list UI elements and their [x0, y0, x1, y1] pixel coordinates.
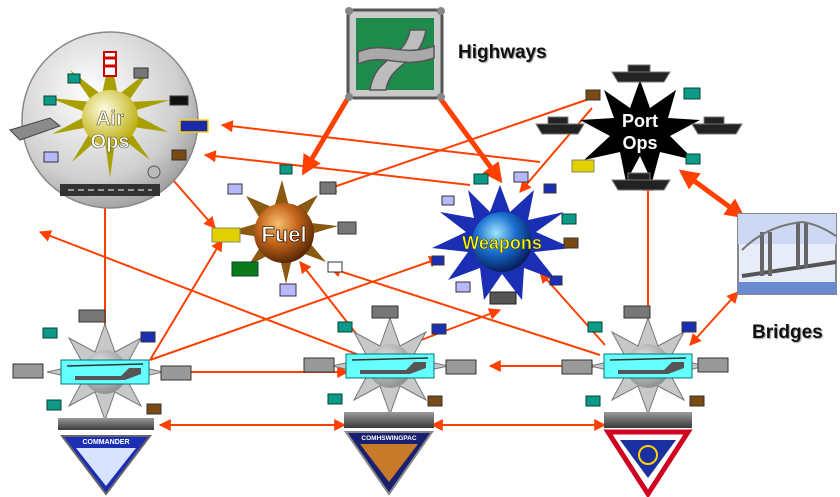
fuel-hub: Fuel	[211, 164, 357, 297]
emblem-center-text: COMHSWINGPAC	[361, 435, 416, 442]
air-ops-label-line1: Air	[96, 108, 124, 130]
helicopter-icon	[618, 362, 684, 374]
squadron-node-center	[303, 305, 477, 416]
building-icon	[683, 87, 701, 100]
highways-label: Highways	[458, 42, 547, 63]
building-icon	[371, 305, 399, 319]
building-icon	[427, 395, 443, 407]
helicopter-icon	[75, 368, 141, 380]
building-icon	[623, 305, 651, 319]
bridges-label: Bridges	[752, 322, 823, 343]
arrow-sqright-bridges	[689, 291, 739, 346]
building-icon	[46, 399, 62, 411]
building-icon	[513, 171, 529, 183]
emblem-right	[603, 412, 693, 497]
ship-superstructure	[627, 64, 651, 73]
building-icon	[571, 159, 595, 173]
port-ops-label-line1: Port	[622, 111, 658, 131]
building-icon	[561, 213, 577, 225]
arrow-sqcenter-weapons	[407, 308, 502, 346]
building-icon	[227, 183, 243, 195]
building-icon	[561, 359, 593, 375]
port-ops-label-line2: Ops	[622, 133, 657, 153]
arrow-weapons-airops-2	[203, 150, 471, 186]
highways-icon	[345, 7, 445, 101]
building-icon	[279, 283, 297, 297]
building-icon	[43, 151, 59, 163]
helicopter-icon	[360, 362, 426, 374]
ship-icon	[535, 123, 585, 135]
bridges-icon	[737, 213, 837, 295]
building-icon	[455, 281, 471, 293]
air-ops-hub: Air Ops	[9, 31, 209, 209]
tower-icon	[103, 51, 117, 77]
building-icon	[431, 323, 447, 335]
building-icon	[12, 363, 44, 379]
weapons-hub: Weapons	[431, 171, 579, 305]
building-icon	[585, 395, 601, 407]
air-ops-label-line2: Ops	[91, 131, 130, 153]
ship-icon	[691, 123, 743, 135]
building-icon	[147, 165, 161, 179]
tank-icon	[337, 221, 357, 235]
arrow-sqright-fuel	[328, 265, 601, 356]
building-icon	[169, 95, 189, 106]
building-icon	[160, 365, 192, 381]
fuel-truck-icon	[211, 227, 241, 243]
arrow-sqleft-weapons	[149, 255, 442, 361]
building-icon	[441, 195, 455, 206]
building-icon	[685, 153, 701, 165]
building-icon	[473, 173, 489, 185]
building-icon	[549, 275, 563, 286]
fuel-label: Fuel	[261, 222, 306, 247]
building-icon	[327, 261, 343, 273]
arrow-sqcenter-airops	[38, 230, 373, 361]
building-icon	[140, 331, 156, 343]
arrow-sqcenter-fuel	[299, 261, 366, 346]
building-icon	[431, 255, 445, 266]
building-icon	[689, 395, 705, 407]
building-icon	[179, 119, 209, 133]
ship-icon	[611, 179, 671, 191]
building-icon	[279, 164, 293, 175]
ship-icon	[611, 71, 671, 83]
building-icon	[42, 327, 58, 339]
building-icon	[43, 95, 57, 106]
building-icon	[171, 149, 187, 161]
squadron-node-right	[561, 305, 729, 416]
building-icon	[146, 403, 162, 415]
building-icon	[681, 321, 697, 333]
building-icon	[697, 357, 729, 373]
fuel-truck-icon	[231, 261, 259, 277]
emblem-left: COMMANDER	[58, 418, 154, 496]
building-icon	[303, 357, 335, 373]
tank-icon	[319, 181, 337, 195]
arrow-sqleft-fuel	[149, 238, 223, 361]
building-icon	[67, 73, 81, 84]
arrow-port-fuel	[323, 97, 593, 193]
weapons-label: Weapons	[462, 233, 542, 253]
building-icon	[587, 321, 603, 333]
arrow-port-weapons	[519, 107, 593, 193]
emblem-center: COMHSWINGPAC	[344, 412, 434, 496]
squadron-node-left	[12, 309, 192, 422]
hangar-icon	[9, 117, 62, 141]
building-icon	[585, 89, 601, 101]
arrow-highways-fuel	[301, 96, 351, 176]
building-icon	[563, 237, 579, 249]
building-icon	[445, 359, 477, 375]
port-ops-hub: Port Ops	[535, 64, 743, 191]
building-icon	[543, 183, 557, 194]
bunker-icon	[489, 291, 517, 305]
building-icon	[327, 393, 343, 405]
emblem-left-text: COMMANDER	[82, 439, 129, 446]
building-icon	[133, 67, 149, 79]
building-icon	[78, 309, 106, 323]
arrow-port-bridges	[678, 169, 746, 219]
building-icon	[337, 321, 353, 333]
arrow-weapons-airops	[220, 120, 541, 163]
